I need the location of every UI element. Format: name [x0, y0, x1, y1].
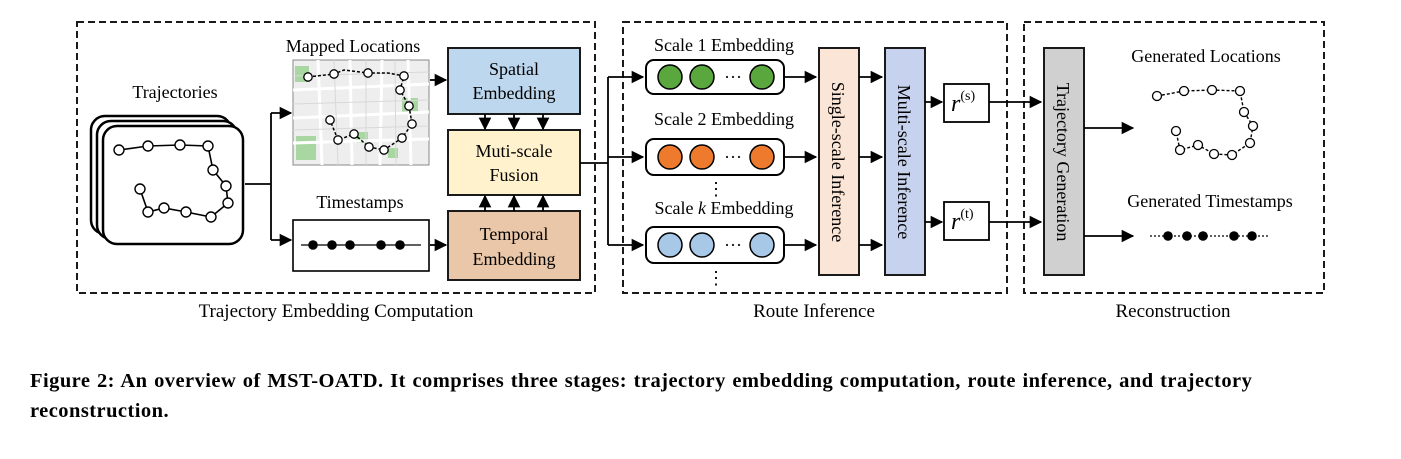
scale-2-token	[749, 144, 775, 170]
scale-1-token	[657, 64, 683, 90]
spatial-embedding-box: Spatial Embedding	[447, 47, 581, 115]
trajectories-label: Trajectories	[132, 82, 217, 102]
figure-caption: Figure 2: An overview of MST-OATD. It co…	[30, 370, 1253, 422]
scale-2-token	[657, 144, 683, 170]
mst-oatd-diagram: Trajectory Embedding Computation Route I…	[76, 21, 1325, 322]
single-scale-inference-box: Single-scale Inference	[818, 47, 860, 276]
generated-locations-label: Generated Locations	[1131, 46, 1280, 66]
scales-to-inference-arrows	[784, 70, 818, 252]
generated-timestamps-label: Generated Timestamps	[1127, 191, 1292, 211]
scale-1-ellipsis: ···	[724, 67, 742, 87]
scale-k-embedding: ···	[645, 226, 785, 264]
input-branch-arrows	[245, 106, 293, 247]
scale-k-token	[689, 232, 715, 258]
reconstruction-stage-label: Reconstruction	[1115, 301, 1231, 322]
scale-1-token	[689, 64, 715, 90]
single-scale-inference-label: Single-scale Inference	[828, 82, 848, 242]
timestamp-sequence	[292, 219, 430, 272]
scale-k-token	[749, 232, 775, 258]
inference-stage-label: Route Inference	[753, 301, 875, 322]
scale-2-label: Scale 2 Embedding	[654, 109, 794, 129]
reconstruction-stage-frame	[1023, 21, 1325, 294]
multi-scale-fusion-box: Muti-scale Fusion	[447, 129, 581, 196]
map-thumbnail	[292, 59, 430, 166]
mapped-locations-label: Mapped Locations	[286, 36, 420, 56]
scale-vertical-ellipsis-1: ⋮	[707, 179, 725, 199]
r-temporal-box: r(t)	[943, 201, 990, 241]
embedding-stage-frame	[76, 21, 596, 294]
scale-k-ellipsis: ···	[724, 235, 742, 255]
multi-scale-inference-box: Multi-scale Inference	[884, 47, 926, 276]
fusion-to-scales-arrows	[580, 70, 645, 252]
r-spatial-box: r(s)	[943, 83, 990, 123]
scale-k-token	[657, 232, 683, 258]
spatial-embedding-line2: Embedding	[473, 83, 556, 103]
temporal-embedding-line2: Embedding	[473, 249, 556, 269]
fusion-line2: Fusion	[489, 165, 538, 185]
scale-2-ellipsis: ···	[724, 147, 742, 167]
scale-1-token	[749, 64, 775, 90]
multi-scale-inference-label: Multi-scale Inference	[894, 85, 914, 239]
temporal-embedding-line1: Temporal	[480, 224, 549, 244]
scale-k-label: Scale k Embedding	[655, 198, 794, 218]
r-temporal-symbol: r(t)	[951, 207, 974, 235]
fusion-line1: Muti-scale	[476, 141, 553, 161]
trajectory-generation-box: Trajectory Generation	[1043, 47, 1085, 276]
fusion-connector-arrows	[478, 114, 550, 211]
trajectory-generation-label: Trajectory Generation	[1053, 83, 1073, 242]
timestamps-label: Timestamps	[316, 192, 403, 212]
trajectory-path-icon	[113, 139, 234, 223]
generated-trajectory	[1151, 84, 1259, 161]
scale-1-embedding: ···	[645, 59, 785, 95]
spatial-embedding-line1: Spatial	[489, 59, 539, 79]
scale-vertical-ellipsis-2: ⋮	[707, 268, 725, 288]
scale-2-token	[689, 144, 715, 170]
temporal-embedding-box: Temporal Embedding	[447, 210, 581, 281]
scale-2-embedding: ···	[645, 138, 785, 176]
single-to-multi-arrows	[859, 70, 884, 252]
scale-1-label: Scale 1 Embedding	[654, 35, 794, 55]
generated-timestamp-sequence	[1150, 231, 1268, 241]
inference-stage-frame	[622, 21, 1008, 294]
r-spatial-symbol: r(s)	[951, 89, 975, 117]
embedding-stage-label: Trajectory Embedding Computation	[199, 301, 474, 322]
